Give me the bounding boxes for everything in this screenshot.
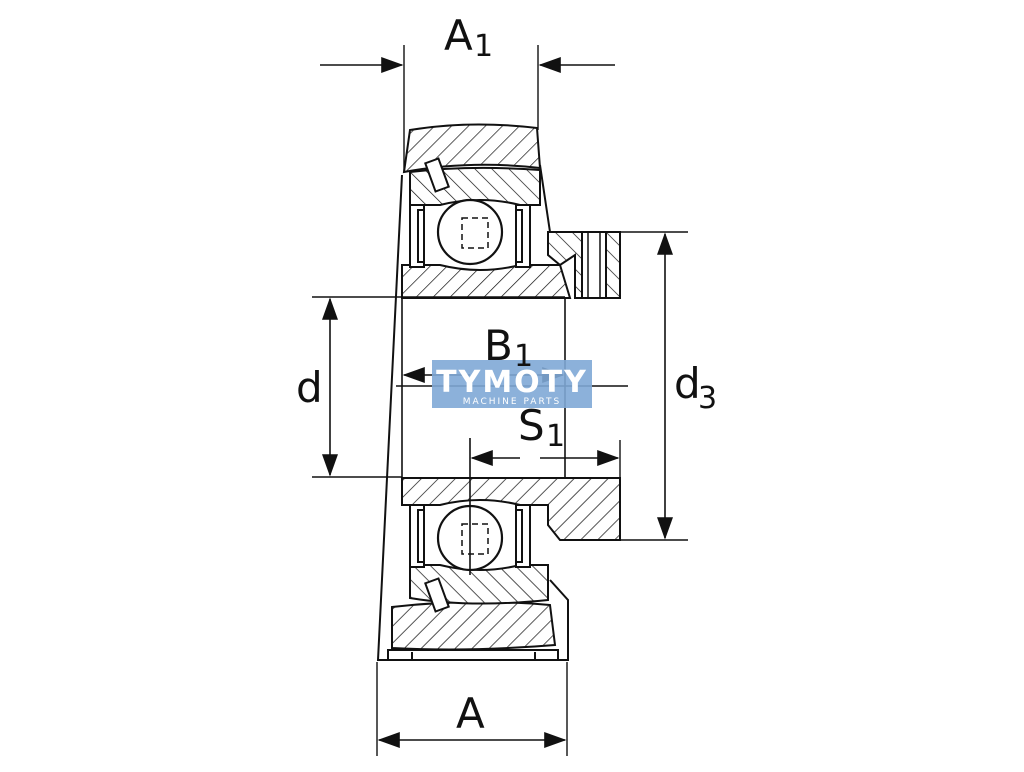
label-A1-main: A — [444, 11, 473, 60]
inner-ring-bottom — [401, 477, 621, 541]
label-S1-sub: 1 — [546, 419, 565, 454]
housing-top-section — [402, 123, 542, 174]
label-S1-main: S — [518, 401, 545, 450]
watermark-box — [432, 360, 592, 408]
housing-bottom-section — [391, 600, 557, 651]
label-d3: d 3 — [674, 359, 717, 416]
watermark-tagline: MACHINE PARTS — [463, 397, 562, 407]
label-A1-sub: 1 — [474, 29, 493, 64]
label-d3-sub: 3 — [698, 381, 717, 416]
inner-ring-top — [401, 264, 572, 299]
label-B1-sub: 1 — [514, 339, 533, 374]
seals — [409, 157, 531, 613]
label-B1: B 1 — [484, 321, 533, 374]
label-d: d — [296, 363, 323, 412]
watermark: TYMOTY MACHINE PARTS — [432, 360, 592, 408]
label-d-main: d — [296, 363, 323, 412]
watermark-brand: TYMOTY — [436, 365, 588, 400]
dimension-lines — [320, 57, 673, 748]
set-screw — [581, 231, 607, 299]
ball-top — [436, 198, 504, 266]
label-S1: S 1 — [518, 401, 565, 454]
label-d3-main: d — [674, 359, 701, 408]
label-A: A — [456, 689, 485, 738]
extension-lines — [376, 45, 688, 756]
label-A-main: A — [456, 689, 485, 738]
label-B1-main: B — [484, 321, 513, 370]
label-A1: A 1 — [444, 11, 493, 64]
